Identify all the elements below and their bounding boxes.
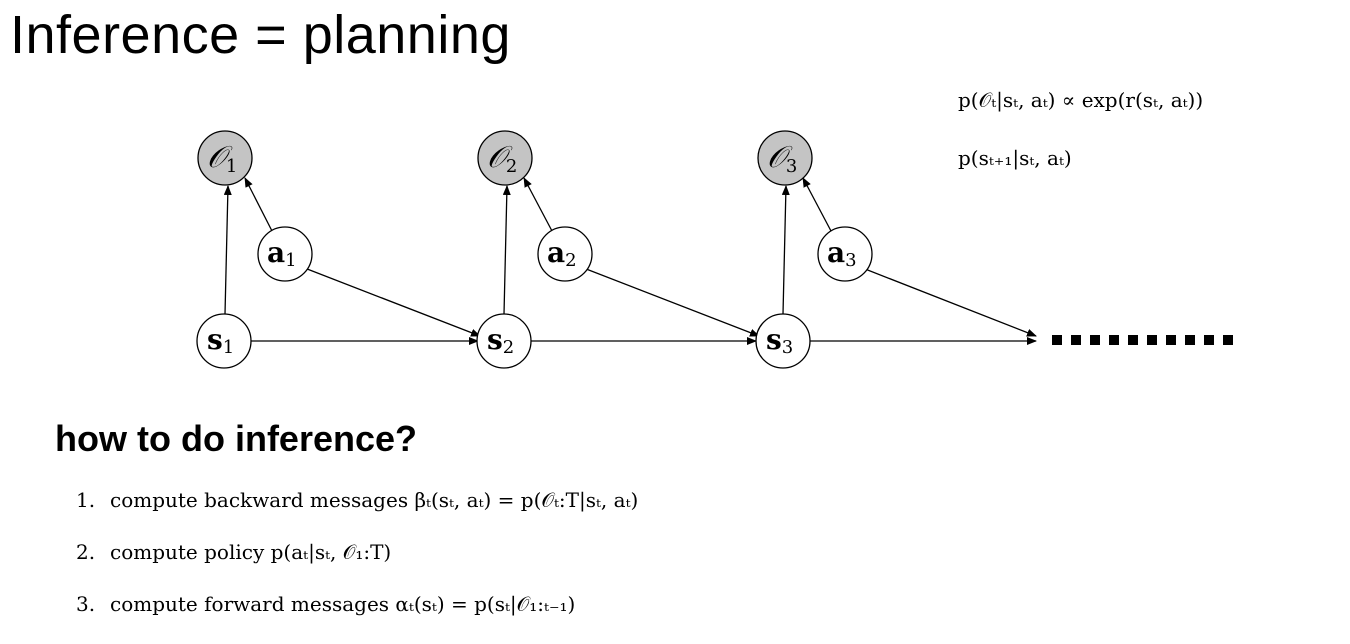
- svg-text:s3: s3: [766, 323, 793, 358]
- svg-text:..........: ..........: [1050, 349, 1054, 351]
- observation-node-3: 𝒪3: [757, 130, 813, 186]
- svg-text:a3: a3: [827, 236, 857, 271]
- edge-a3-next: [859, 266, 1037, 337]
- step-compute-policy: 2.compute policy p(aₜ|sₜ, 𝒪₁:T): [76, 540, 392, 564]
- action-node-2: a2: [537, 226, 593, 282]
- action-node-3: a3: [817, 226, 873, 282]
- observation-likelihood-equation: p(𝒪ₜ|sₜ, aₜ) ∝ exp(r(sₜ, aₜ)): [958, 88, 1204, 112]
- state-node-3: s3: [755, 313, 811, 369]
- edge-a3-o3: [802, 177, 832, 232]
- graphical-model-diagram: 𝒪1 𝒪2 𝒪3 a1 a2 a3 s1 s2 s3 ..........: [196, 130, 1233, 369]
- state-node-1: s1: [196, 313, 252, 369]
- svg-text:a2: a2: [547, 236, 577, 271]
- edge-a2-s3: [580, 266, 760, 337]
- inference-steps-list: 1.compute backward messages βₜ(sₜ, aₜ) =…: [76, 488, 638, 644]
- svg-text:s1: s1: [207, 323, 234, 358]
- section-subtitle: how to do inference?: [55, 418, 418, 459]
- svg-text:𝒪1: 𝒪1: [207, 140, 237, 177]
- edge-s2-o2: [502, 185, 511, 315]
- edge-s1-o1: [223, 185, 232, 315]
- graph-edges: [223, 177, 1037, 345]
- svg-text:a1: a1: [267, 236, 297, 271]
- svg-text:s2: s2: [487, 323, 514, 358]
- action-node-1: a1: [257, 226, 313, 282]
- edge-a2-o2: [523, 177, 553, 232]
- transition-probability-equation: p(sₜ₊₁|sₜ, aₜ): [958, 146, 1072, 170]
- observation-node-1: 𝒪1: [197, 130, 253, 186]
- edge-a1-s2: [301, 266, 481, 337]
- edge-a1-o1: [244, 177, 273, 232]
- state-node-2: s2: [476, 313, 532, 369]
- step-forward-messages: 3.compute forward messages αₜ(sₜ) = p(sₜ…: [76, 592, 576, 616]
- ellipsis-continuation: ..........: [1050, 335, 1233, 351]
- step-backward-messages: 1.compute backward messages βₜ(sₜ, aₜ) =…: [76, 488, 639, 512]
- observation-node-2: 𝒪2: [477, 130, 533, 186]
- slide-title: Inference = planning: [10, 5, 511, 65]
- edge-s3-o3: [781, 185, 790, 315]
